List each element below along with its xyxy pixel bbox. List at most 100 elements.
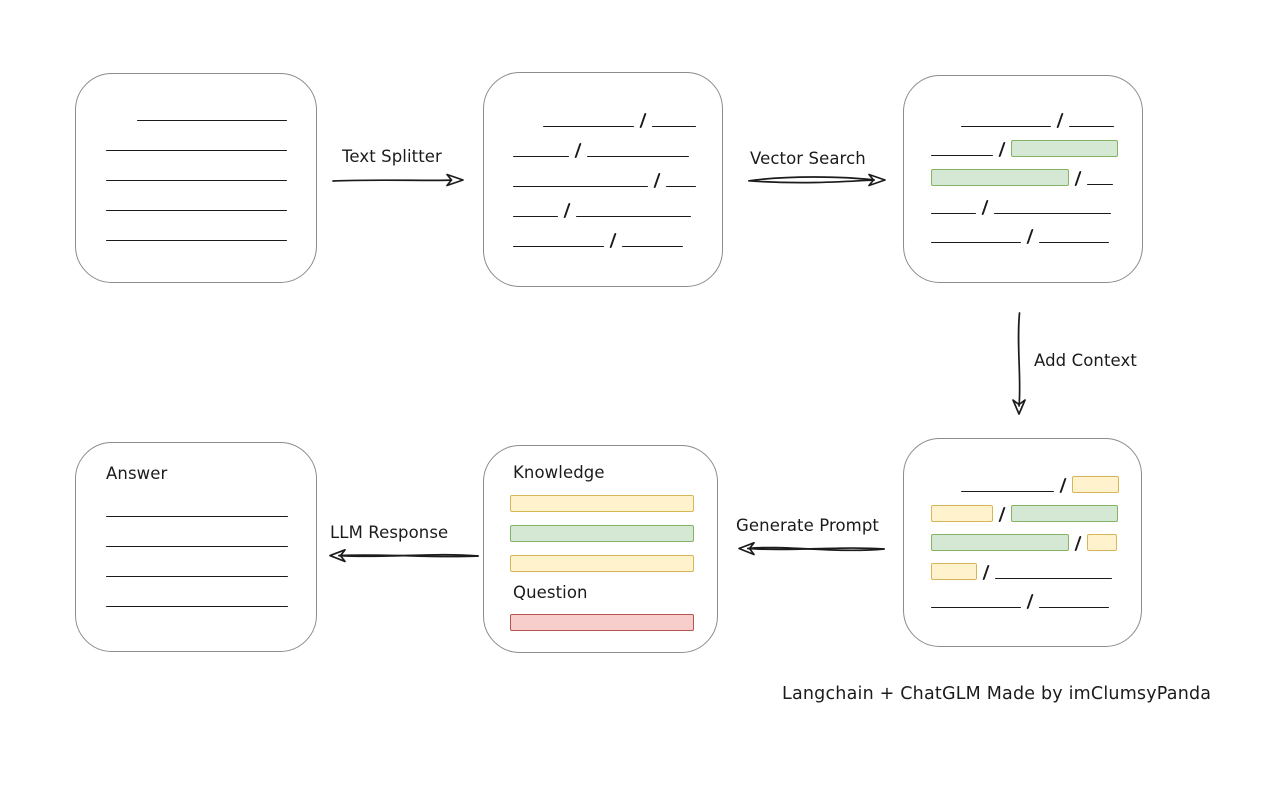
- generate-prompt-label: Generate Prompt: [736, 516, 879, 535]
- segment-row: [904, 580, 1141, 609]
- text-line: [994, 213, 1112, 214]
- text-line: [513, 156, 569, 157]
- segment-row: [904, 99, 1142, 128]
- add-context-label: Add Context: [1034, 351, 1137, 370]
- text-line: [995, 578, 1113, 579]
- text-line: [931, 607, 1021, 608]
- text-line: [106, 180, 287, 181]
- arrowhead-right-icon: [868, 173, 886, 187]
- highlight-green: [1011, 140, 1119, 157]
- answer-box: Answer: [75, 442, 317, 652]
- text-line: [1039, 607, 1110, 608]
- document-lines: [76, 74, 316, 282]
- segment-row: [904, 157, 1142, 186]
- text-line: [513, 216, 558, 217]
- add-context-arrow: [1012, 312, 1026, 415]
- llm-response-arrow: [329, 548, 479, 563]
- highlight-yellow: [510, 495, 694, 512]
- segment-row: [904, 215, 1142, 244]
- text-line: [931, 155, 993, 156]
- text-line: [931, 242, 1021, 243]
- text-line: [1069, 126, 1115, 127]
- highlight-yellow: [931, 563, 977, 580]
- segment-row: [76, 548, 316, 578]
- highlight-yellow: [1072, 476, 1120, 493]
- text-line: [106, 606, 288, 607]
- chunk-lines: [484, 73, 722, 286]
- text-line: [931, 213, 976, 214]
- highlight-green: [931, 534, 1069, 551]
- text-line: [513, 246, 604, 247]
- segment-row: [76, 152, 316, 182]
- text-splitter-label: Text Splitter: [342, 147, 442, 166]
- segment-row: [76, 488, 316, 518]
- text-line: [137, 120, 287, 121]
- text-splitter-arrow: [332, 173, 464, 187]
- text-line: [1087, 184, 1114, 185]
- vector-result-box: [903, 75, 1143, 283]
- segment-row: [484, 158, 722, 188]
- segment-row: [904, 186, 1142, 215]
- arrowhead-right-icon: [446, 173, 464, 187]
- segment-row: [76, 182, 316, 212]
- text-line: [622, 246, 684, 247]
- text-line: [652, 126, 697, 127]
- knowledge-bars: [484, 446, 717, 652]
- text-line: [1039, 242, 1110, 243]
- segment-row: [904, 522, 1141, 551]
- segment-row: [484, 482, 717, 512]
- vector-search-arrow: [748, 173, 886, 187]
- segment-row: [904, 493, 1141, 522]
- segment-row: [484, 601, 717, 631]
- segment-row: [904, 551, 1141, 580]
- knowledge-label: Knowledge: [513, 463, 605, 482]
- text-line: [106, 576, 288, 577]
- segment-row: [484, 218, 722, 248]
- highlight-red: [510, 614, 694, 631]
- segment-row: [76, 518, 316, 548]
- text-line: [106, 516, 288, 517]
- text-line: [576, 216, 692, 217]
- text-line: [106, 546, 288, 547]
- question-bar: [484, 446, 717, 652]
- text-line: [543, 126, 634, 127]
- segment-row: [484, 512, 717, 542]
- segment-row: [76, 122, 316, 152]
- answer-label: Answer: [106, 464, 168, 483]
- segment-row: [904, 128, 1142, 157]
- text-line: [513, 186, 648, 187]
- segment-row: [484, 128, 722, 158]
- segment-row: [76, 92, 316, 122]
- segment-row: [76, 578, 316, 608]
- highlight-green: [1011, 505, 1119, 522]
- segment-row: [484, 98, 722, 128]
- highlight-green: [931, 169, 1069, 186]
- vector-result-lines: [904, 76, 1142, 282]
- arrowhead-left-icon: [738, 541, 755, 556]
- diagram-caption: Langchain + ChatGLM Made by imClumsyPand…: [782, 684, 1212, 704]
- context-box: [903, 438, 1142, 647]
- text-line: [106, 240, 287, 241]
- arrowhead-left-icon: [329, 548, 346, 563]
- generate-prompt-arrow: [738, 541, 885, 556]
- highlight-yellow: [510, 555, 694, 572]
- llm-response-label: LLM Response: [330, 523, 449, 542]
- text-line: [106, 210, 287, 211]
- segment-row: [484, 188, 722, 218]
- arrowhead-down-icon: [1012, 399, 1026, 415]
- document-box: [75, 73, 317, 283]
- segment-row: [904, 464, 1141, 493]
- text-line: [106, 150, 287, 151]
- highlight-yellow: [1087, 534, 1118, 551]
- chunks-box: [483, 72, 723, 287]
- text-line: [666, 186, 697, 187]
- text-line: [961, 126, 1051, 127]
- text-line: [587, 156, 690, 157]
- prompt-box: Knowledge Question: [483, 445, 718, 653]
- answer-lines: [76, 443, 316, 651]
- context-lines: [904, 439, 1141, 646]
- highlight-yellow: [931, 505, 993, 522]
- question-label: Question: [513, 583, 588, 602]
